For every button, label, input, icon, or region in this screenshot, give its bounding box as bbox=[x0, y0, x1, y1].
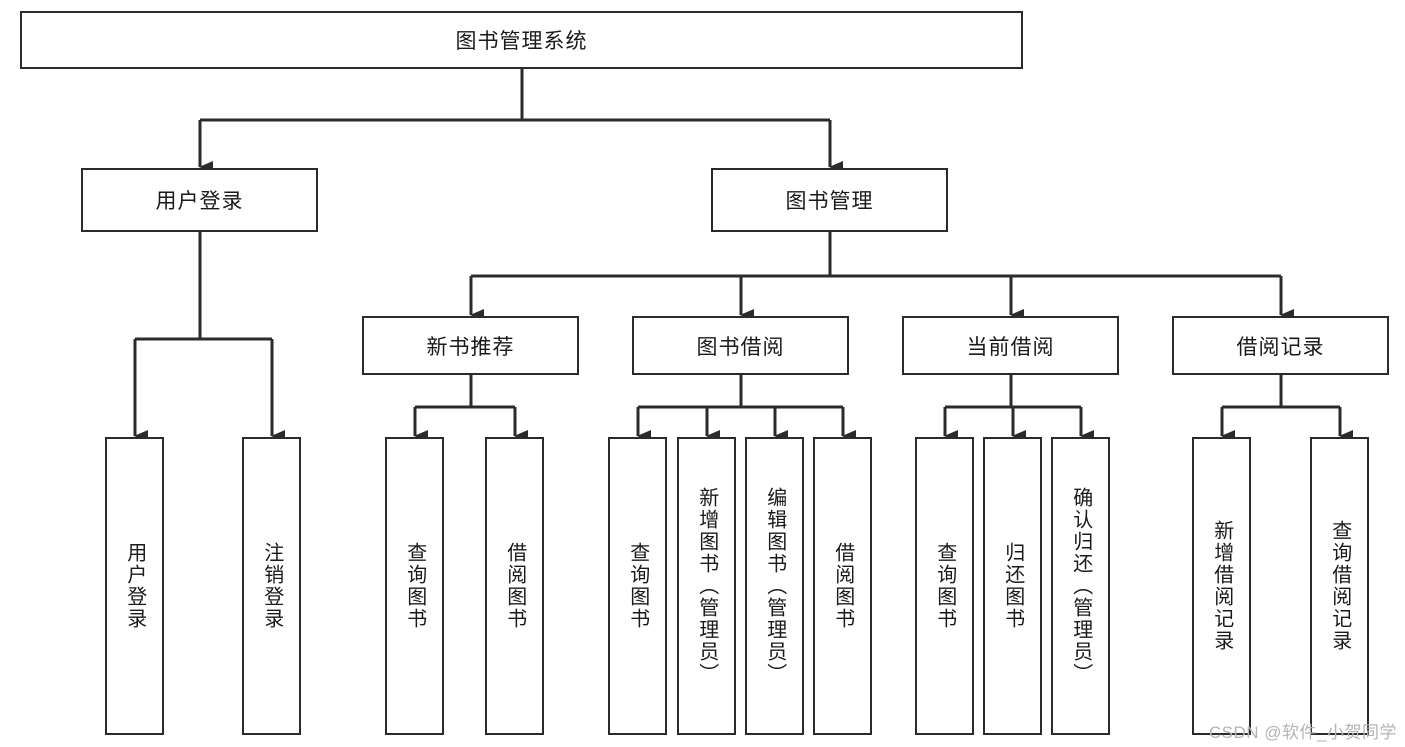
node-label: 新增借阅记录 bbox=[1210, 520, 1233, 652]
node-label: 查询图书 bbox=[933, 542, 956, 630]
node-leaf-borrow-borrow-book[interactable]: 借阅图书 bbox=[813, 437, 872, 735]
csdn-watermark: CSDN @软件_小贺同学 bbox=[1208, 723, 1397, 742]
node-label: 借阅记录 bbox=[1236, 335, 1325, 359]
node-label: 图书借阅 bbox=[696, 335, 785, 359]
node-label: 图书管理系统 bbox=[455, 30, 588, 53]
node-label: 注销登录 bbox=[260, 542, 283, 630]
node-leaf-current-return-book[interactable]: 归还图书 bbox=[983, 437, 1042, 735]
node-label: 借阅图书 bbox=[831, 542, 854, 630]
node-label: 新增图书（管理员） bbox=[695, 487, 718, 685]
node-book-management[interactable]: 图书管理 bbox=[711, 168, 948, 232]
node-label: 借阅图书 bbox=[503, 542, 526, 630]
node-label: 归还图书 bbox=[1001, 542, 1024, 630]
node-label: 查询图书 bbox=[403, 542, 426, 630]
node-label: 用户登录 bbox=[123, 542, 146, 630]
node-current-borrow[interactable]: 当前借阅 bbox=[902, 316, 1119, 375]
node-label: 查询图书 bbox=[626, 542, 649, 630]
node-leaf-user-logout[interactable]: 注销登录 bbox=[242, 437, 301, 735]
node-label: 当前借阅 bbox=[966, 335, 1055, 359]
node-book-borrow[interactable]: 图书借阅 bbox=[632, 316, 849, 375]
node-label: 确认归还（管理员） bbox=[1069, 487, 1092, 685]
node-leaf-borrow-edit-book[interactable]: 编辑图书（管理员） bbox=[745, 437, 804, 735]
node-leaf-recommend-borrow-book[interactable]: 借阅图书 bbox=[485, 437, 544, 735]
node-leaf-record-add-record[interactable]: 新增借阅记录 bbox=[1192, 437, 1251, 735]
node-new-book-recommend[interactable]: 新书推荐 bbox=[362, 316, 579, 375]
node-borrow-record[interactable]: 借阅记录 bbox=[1172, 316, 1389, 375]
node-leaf-recommend-query-book[interactable]: 查询图书 bbox=[385, 437, 444, 735]
node-user-login[interactable]: 用户登录 bbox=[81, 168, 318, 232]
node-label: 新书推荐 bbox=[426, 335, 515, 359]
node-leaf-user-login[interactable]: 用户登录 bbox=[105, 437, 164, 735]
node-label: 编辑图书（管理员） bbox=[763, 487, 786, 685]
node-leaf-borrow-add-book[interactable]: 新增图书（管理员） bbox=[677, 437, 736, 735]
node-root[interactable]: 图书管理系统 bbox=[20, 11, 1023, 69]
node-label: 用户登录 bbox=[155, 190, 244, 213]
node-leaf-current-confirm-return[interactable]: 确认归还（管理员） bbox=[1051, 437, 1110, 735]
node-leaf-current-query-book[interactable]: 查询图书 bbox=[915, 437, 974, 735]
node-leaf-borrow-query-book[interactable]: 查询图书 bbox=[608, 437, 667, 735]
node-label: 图书管理 bbox=[785, 190, 874, 213]
node-leaf-record-query-record[interactable]: 查询借阅记录 bbox=[1310, 437, 1369, 735]
node-label: 查询借阅记录 bbox=[1328, 520, 1351, 652]
